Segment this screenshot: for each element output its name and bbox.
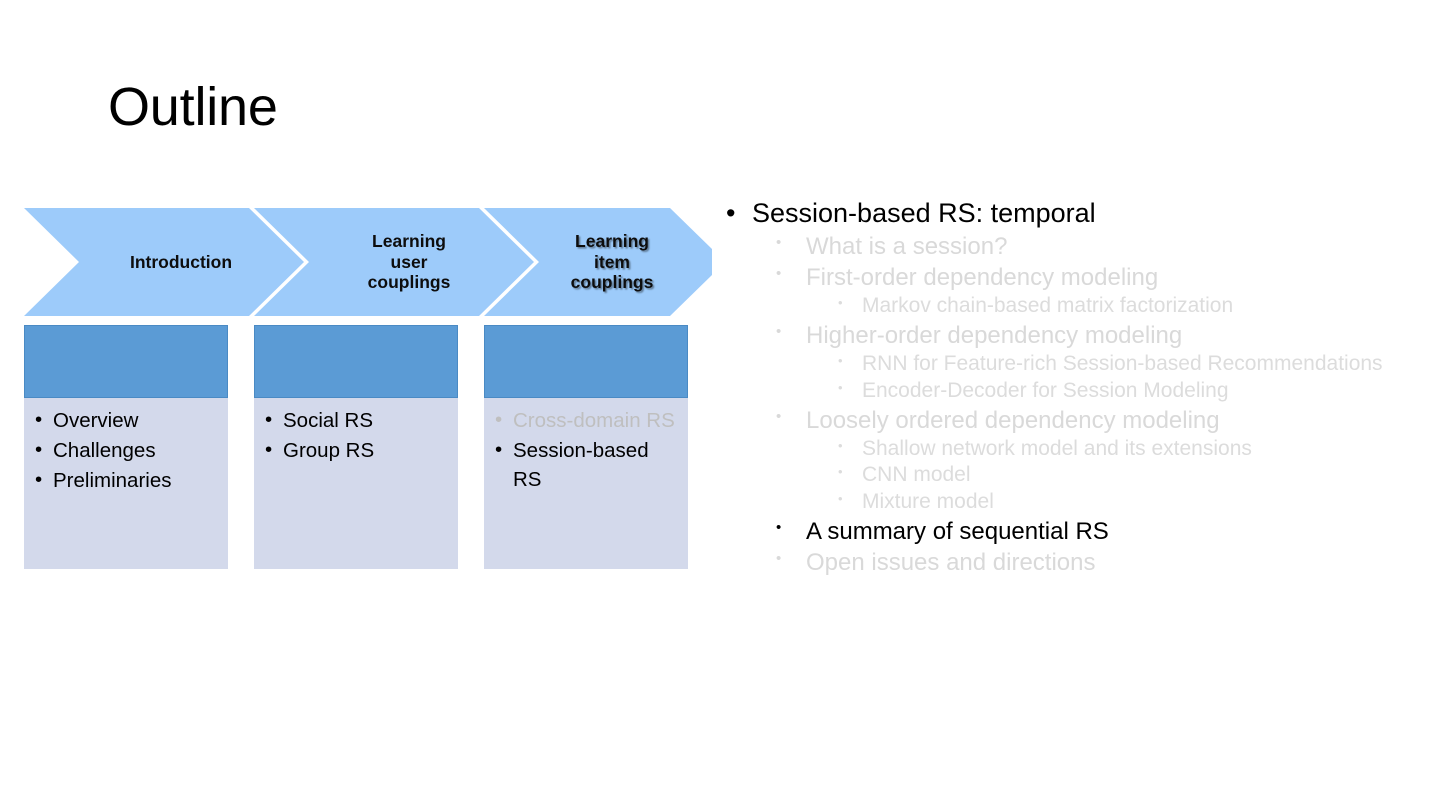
outline-item[interactable]: • Shallow network model and its extensio… — [838, 436, 1426, 463]
list-item[interactable]: Session-based RS — [494, 435, 678, 494]
card-body: Social RS Group RS — [254, 398, 458, 465]
bullet-icon: • — [838, 464, 843, 480]
bullet-icon: • — [776, 323, 782, 341]
outline-item-label: Open issues and directions — [806, 548, 1096, 576]
bullet-icon: • — [838, 491, 843, 507]
outline-item-label: Loosely ordered dependency modeling — [806, 406, 1220, 434]
outline-item-label: CNN model — [862, 463, 971, 487]
chevron-step-label: Learning item couplings — [570, 231, 654, 293]
outline-item-label: Shallow network model and its extensions — [862, 436, 1252, 460]
bullet-icon: • — [776, 234, 782, 252]
outline-item[interactable]: • What is a session? — [776, 231, 1426, 262]
chevron-step-label: Introduction — [129, 251, 233, 272]
list-item[interactable]: Overview — [34, 405, 218, 435]
outline-item-label: First-order dependency modeling — [806, 264, 1159, 292]
outline-item-label: RNN for Feature-rich Session-based Recom… — [862, 352, 1383, 376]
outline-item[interactable]: • RNN for Feature-rich Session-based Rec… — [838, 351, 1426, 378]
card-body: Overview Challenges Preliminaries — [24, 398, 228, 495]
card-list: Social RS Group RS — [264, 405, 448, 465]
bullet-icon: • — [776, 265, 782, 283]
list-item[interactable]: Preliminaries — [34, 465, 218, 495]
bullet-icon: • — [776, 518, 782, 536]
outline-item-label: A summary of sequential RS — [806, 517, 1109, 545]
chevron-step-introduction[interactable]: Introduction — [24, 208, 304, 316]
list-item[interactable]: Cross-domain RS — [494, 405, 678, 435]
bullet-icon: • — [838, 295, 843, 311]
card-header — [484, 325, 688, 398]
bullet-icon: • — [726, 198, 736, 228]
outline-item[interactable]: • Encoder-Decoder for Session Modeling — [838, 378, 1426, 405]
outline-item[interactable]: • A summary of sequential RS — [776, 516, 1426, 547]
card-header — [254, 325, 458, 398]
outline-item[interactable]: • Mixture model — [838, 489, 1426, 516]
outline-item-label: Session-based RS: temporal — [752, 198, 1096, 228]
bullet-icon: • — [776, 407, 782, 425]
list-item[interactable]: Challenges — [34, 435, 218, 465]
outline-item[interactable]: • First-order dependency modeling — [776, 262, 1426, 293]
outline-item[interactable]: • Loosely ordered dependency modeling — [776, 405, 1426, 436]
outline-item[interactable]: • Markov chain-based matrix factorizatio… — [838, 293, 1426, 320]
chevron-step-label: Learning user couplings — [367, 231, 451, 293]
outline-item-label: Higher-order dependency modeling — [806, 322, 1183, 350]
outline-item[interactable]: • Session-based RS: temporal — [726, 196, 1426, 231]
outline-item[interactable]: • CNN model — [838, 462, 1426, 489]
card-list: Overview Challenges Preliminaries — [34, 405, 218, 495]
outline-item-label: Mixture model — [862, 490, 994, 514]
card-learning-item-couplings: Cross-domain RS Session-based RS — [484, 325, 688, 569]
card-body: Cross-domain RS Session-based RS — [484, 398, 688, 494]
list-item[interactable]: Social RS — [264, 405, 448, 435]
bullet-icon: • — [838, 379, 843, 395]
outline-item-label: What is a session? — [806, 233, 1008, 261]
outline-item[interactable]: • Open issues and directions — [776, 547, 1426, 578]
bullet-icon: • — [776, 549, 782, 567]
outline-item[interactable]: • Higher-order dependency modeling — [776, 320, 1426, 351]
card-header — [24, 325, 228, 398]
card-introduction: Overview Challenges Preliminaries — [24, 325, 228, 569]
outline-item-label: Markov chain-based matrix factorization — [862, 294, 1234, 318]
outline-item-label: Encoder-Decoder for Session Modeling — [862, 378, 1229, 402]
bullet-icon: • — [838, 437, 843, 453]
card-list: Cross-domain RS Session-based RS — [494, 405, 678, 494]
list-item[interactable]: Group RS — [264, 435, 448, 465]
page-title: Outline — [108, 77, 278, 137]
outline-list: • Session-based RS: temporal • What is a… — [726, 196, 1426, 578]
card-learning-user-couplings: Social RS Group RS — [254, 325, 458, 569]
bullet-icon: • — [838, 353, 843, 369]
